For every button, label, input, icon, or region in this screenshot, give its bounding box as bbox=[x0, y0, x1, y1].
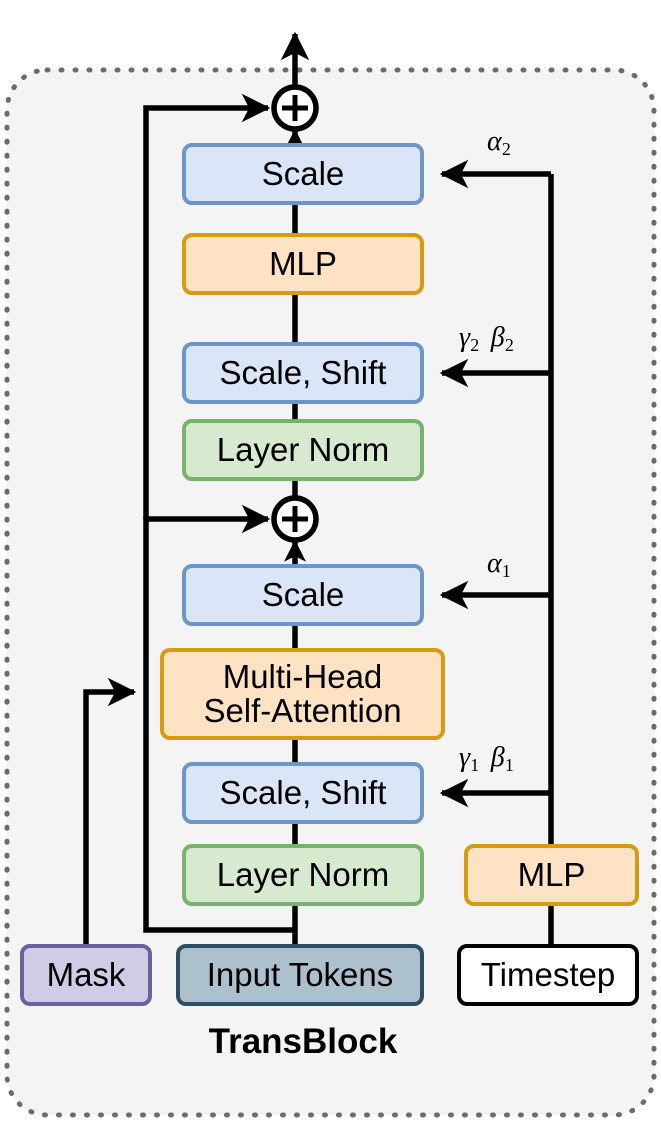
node-mask[interactable]: Mask bbox=[20, 944, 152, 1006]
node-timestep[interactable]: Timestep bbox=[457, 944, 639, 1006]
node-layernorm1[interactable]: Layer Norm bbox=[182, 844, 424, 906]
node-scaleshift2[interactable]: Scale, Shift bbox=[182, 342, 424, 404]
node-mlp2[interactable]: MLP bbox=[182, 233, 424, 295]
symbol-main: γ1 bbox=[459, 742, 480, 776]
node-mlp1[interactable]: MLP bbox=[464, 844, 639, 906]
modulation-label-gamma1beta1: γ1 β1 bbox=[459, 742, 514, 776]
adder-top bbox=[271, 84, 319, 132]
modulation-label-alpha2: α2 bbox=[487, 126, 511, 160]
symbol-subscript: 1 bbox=[470, 755, 480, 776]
mask-to-mhsa bbox=[83, 677, 137, 944]
symbol-main-2: β1 bbox=[490, 742, 514, 776]
symbol-main: α2 bbox=[487, 126, 511, 160]
block-title: TransBlock bbox=[208, 1022, 398, 1061]
symbol-subscript: 1 bbox=[501, 561, 511, 582]
symbol-main: γ2 bbox=[459, 322, 480, 356]
symbol-main: α1 bbox=[487, 548, 511, 582]
node-inputtokens[interactable]: Input Tokens bbox=[176, 944, 424, 1006]
modulation-label-alpha1: α1 bbox=[487, 548, 511, 582]
node-scaleshift1[interactable]: Scale, Shift bbox=[182, 762, 424, 824]
symbol-subscript-2: 1 bbox=[504, 755, 514, 776]
node-scale1[interactable]: Scale bbox=[182, 564, 424, 626]
node-layernorm2[interactable]: Layer Norm bbox=[182, 419, 424, 481]
adder-bottom bbox=[271, 495, 319, 543]
node-mhsa[interactable]: Multi-Head Self-Attention bbox=[160, 648, 445, 740]
symbol-main-2: β2 bbox=[490, 322, 514, 356]
modulation-label-gamma2beta2: γ2 β2 bbox=[459, 322, 514, 356]
node-scale2[interactable]: Scale bbox=[182, 143, 424, 205]
symbol-subscript: 2 bbox=[470, 335, 480, 356]
symbol-subscript-2: 2 bbox=[504, 335, 514, 356]
residual-1 bbox=[143, 504, 295, 933]
symbol-subscript: 2 bbox=[501, 139, 511, 160]
residual-2 bbox=[143, 93, 271, 519]
